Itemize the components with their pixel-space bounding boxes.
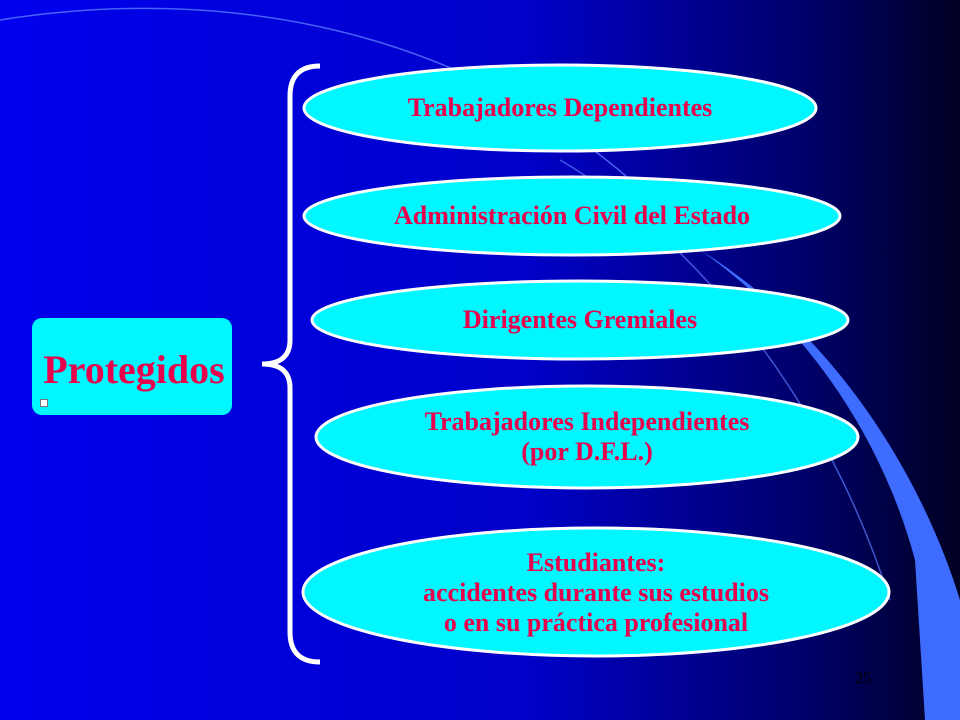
node-label-line: Trabajadores Independientes bbox=[424, 407, 750, 436]
node-ellipse-3 bbox=[310, 279, 850, 361]
node-ellipse-2 bbox=[302, 175, 842, 257]
node-dirigentes-gremiales: Dirigentes Gremiales bbox=[312, 296, 848, 344]
node-label-line: Administración Civil del Estado bbox=[393, 201, 751, 230]
brace-bracket bbox=[261, 63, 321, 665]
node-label-line: Estudiantes: bbox=[526, 548, 666, 577]
protegidos-label: Protegidos bbox=[43, 347, 225, 392]
node-ellipse-5 bbox=[301, 526, 891, 658]
node-trabajadores-independientes: Trabajadores Independientes (por D.F.L.) bbox=[316, 400, 858, 474]
node-label-line: o en su práctica profesional bbox=[443, 608, 749, 637]
node-ellipses bbox=[301, 63, 891, 658]
node-administracion-civil: Administración Civil del Estado bbox=[304, 192, 840, 240]
node-label-line: (por D.F.L.) bbox=[521, 437, 653, 466]
background-swoosh bbox=[700, 250, 960, 720]
node-label-line: accidentes durante sus estudios bbox=[423, 578, 769, 607]
protegidos-box: Protegidos bbox=[32, 318, 232, 415]
node-label-line: Dirigentes Gremiales bbox=[462, 305, 698, 334]
node-ellipse-4 bbox=[314, 384, 860, 490]
page-number: 25 bbox=[855, 670, 871, 687]
node-label-line: Trabajadores Dependientes bbox=[407, 93, 713, 122]
bullet-marker-icon bbox=[40, 399, 48, 407]
node-estudiantes: Estudiantes: accidentes durante sus estu… bbox=[303, 545, 889, 641]
node-ellipse-1 bbox=[302, 63, 818, 153]
node-trabajadores-dependientes: Trabajadores Dependientes bbox=[304, 80, 816, 136]
